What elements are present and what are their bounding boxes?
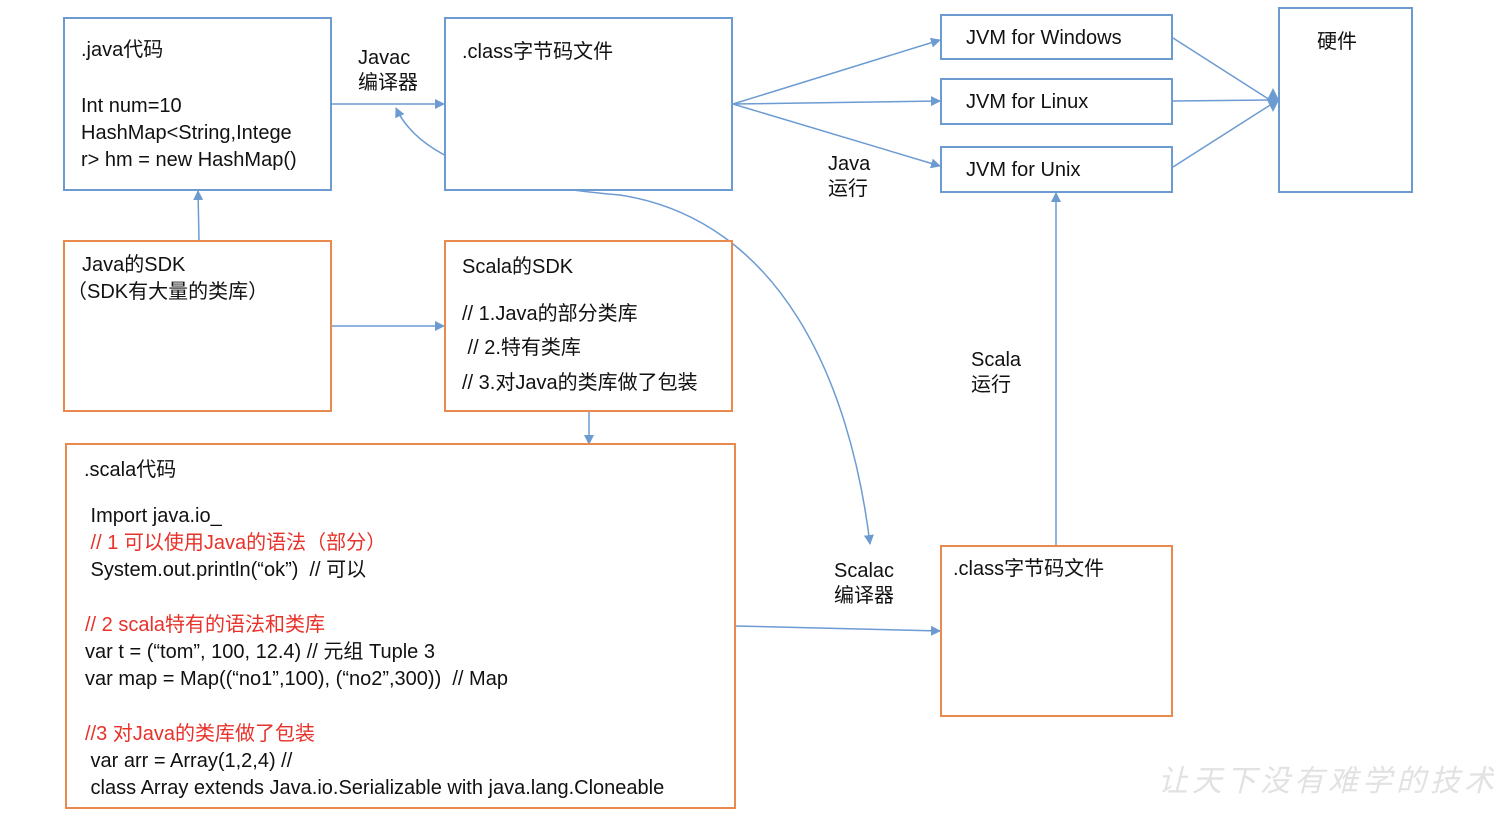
scala-sdk-line: // 3.对Java的类库做了包装 (462, 372, 698, 394)
scala-code-line: var map = Map((“no1”,100), (“no2”,300)) … (85, 668, 508, 691)
scalac-compiler-label: Scalac 编译器 (834, 560, 895, 607)
edge-class-to-jvm-windows (732, 37, 941, 105)
jvm-linux-label: JVM for Linux (966, 91, 1089, 113)
scala-code-box: .scala代码 Import java.io_ // 1 可以使用Java的语… (65, 443, 736, 809)
edge-class-to-jvm-linux (732, 96, 941, 107)
watermark: 让天下没有难学的技术 (1158, 764, 1494, 799)
edge-scala-code-to-scala-class (734, 625, 941, 636)
scala-code-line: var arr = Array(1,2,4) // (85, 749, 293, 772)
scala-code-line: System.out.println(“ok”) // 可以 (85, 559, 367, 582)
java-code-title: .java代码 (81, 39, 164, 61)
scala-code-line: Import java.io_ (85, 505, 222, 527)
scala-code-comment: // 2 scala特有的语法和类库 (85, 613, 326, 636)
java-code-line: r> hm = new HashMap() (81, 149, 297, 171)
scala-code-line: var t = (“tom”, 100, 12.4) // 元组 Tuple 3 (85, 641, 435, 663)
java-code-line: HashMap<String,Intege (81, 122, 292, 144)
jvm-windows-box: JVM for Windows (940, 14, 1173, 60)
scala-code-title: .scala代码 (84, 459, 177, 481)
edge-jvm-windows-to-hardware (1172, 37, 1271, 101)
java-sdk-title: Java的SDK (82, 254, 186, 276)
java-sdk-box: Java的SDK （SDK有大量的类库） (63, 240, 332, 412)
scala-run-label: Scala 运行 (971, 349, 1022, 396)
java-run-label: Java 运行 (828, 153, 871, 200)
scala-code-comment: //3 对Java的类库做了包装 (85, 722, 316, 745)
java-code-box: .java代码 Int num=10 HashMap<String,Intege… (63, 17, 332, 191)
jvm-unix-label: JVM for Unix (966, 159, 1081, 181)
scala-code-comment: // 1 可以使用Java的语法（部分） (85, 532, 387, 555)
jvm-windows-label: JVM for Windows (966, 27, 1122, 49)
scala-code-line: class Array extends Java.io.Serializable… (85, 777, 665, 799)
javac-compiler-label: Javac 编译器 (358, 47, 418, 94)
scala-class-title: .class字节码文件 (953, 558, 1105, 580)
java-class-box: .class字节码文件 (444, 17, 733, 191)
hardware-label: 硬件 (1317, 31, 1357, 53)
java-code-line: Int num=10 (81, 95, 182, 117)
scala-class-box: .class字节码文件 (940, 545, 1173, 717)
jvm-unix-box: JVM for Unix (940, 146, 1173, 193)
jvm-linux-box: JVM for Linux (940, 78, 1173, 125)
java-sdk-subtitle: （SDK有大量的类库） (67, 281, 269, 303)
java-class-title: .class字节码文件 (462, 41, 614, 63)
edge-jvm-unix-to-hardware (1172, 88, 1279, 168)
edge-jvm-linux-to-hardware (1172, 99, 1271, 102)
hardware-box: 硬件 (1278, 7, 1413, 193)
scala-sdk-line: // 2.特有类库 (462, 337, 581, 359)
scala-sdk-title: Scala的SDK (462, 256, 574, 278)
edge-java-sdk-to-java-code (193, 190, 204, 241)
scala-sdk-box: Scala的SDK // 1.Java的部分类库 // 2.特有类库 // 3.… (444, 240, 733, 412)
scala-sdk-line: // 1.Java的部分类库 (462, 303, 638, 325)
